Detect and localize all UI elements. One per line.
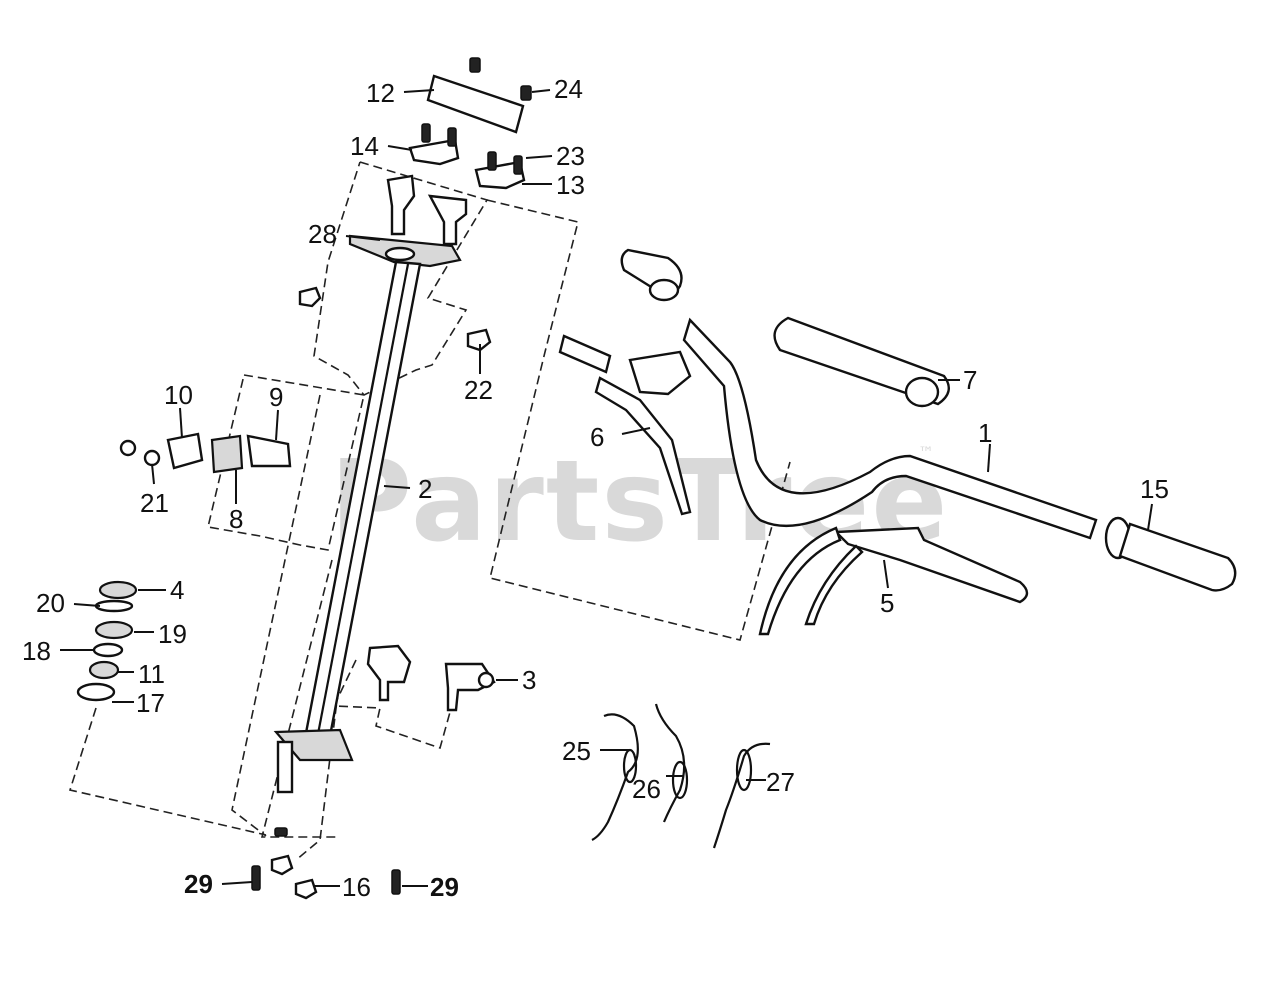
assembly-outlines [68,161,791,861]
lower-right-outline [295,551,356,861]
callout-19: 19 [158,619,187,649]
lower-mid-outline [260,559,340,838]
callout-29-left: 29 [184,869,213,899]
top-bracket [348,174,468,268]
callout-15: 15 [1140,474,1169,504]
callout-13: 13 [556,170,585,200]
callout-4: 4 [170,575,184,605]
callout-10: 10 [164,380,193,410]
callout-9: 9 [269,382,283,412]
callout-labels: 1 2 3 4 5 6 7 8 9 10 11 12 13 14 15 16 1… [22,74,1169,902]
callout-21: 21 [140,488,169,518]
clamp-outline [207,374,365,551]
elbow-fittings [366,644,496,712]
callout-14: 14 [350,131,379,161]
clamp-group [119,432,292,474]
callout-6: 6 [590,422,604,452]
callout-29-right: 29 [430,872,459,902]
callout-27: 27 [766,767,795,797]
pins [251,865,401,895]
cables [591,703,771,849]
callout-2: 2 [418,474,432,504]
callout-3: 3 [522,665,536,695]
callout-26: 26 [632,774,661,804]
callout-17: 17 [136,688,165,718]
handlebar [620,248,1098,540]
lower-left-outline [231,394,321,837]
callout-20: 20 [36,588,65,618]
stem-outline [313,161,489,396]
throttle-outline [486,199,791,641]
callout-7: 7 [963,365,977,395]
bearing-outline [68,707,267,836]
bearing-stack [76,580,138,702]
main-shaft [273,260,422,794]
throttle-lever [558,334,692,516]
callout-1: 1 [978,418,992,448]
watermark-trademark: ™ [918,443,934,462]
cover-plate [426,57,532,134]
callout-25: 25 [562,736,591,766]
callout-28: 28 [308,219,337,249]
leader-lines [60,89,1153,887]
callout-16: 16 [342,872,371,902]
callout-5: 5 [880,588,894,618]
callout-11: 11 [138,659,165,689]
callout-12: 12 [366,78,395,108]
callout-22: 22 [464,375,493,405]
callout-18: 18 [22,636,51,666]
callout-23: 23 [556,141,585,171]
left-grip [773,316,950,408]
upper-clamps [408,123,526,190]
right-grip [1104,516,1237,592]
callout-8: 8 [229,504,243,534]
callout-24: 24 [554,74,583,104]
nuts [270,286,492,900]
brake-lever [758,526,1029,636]
